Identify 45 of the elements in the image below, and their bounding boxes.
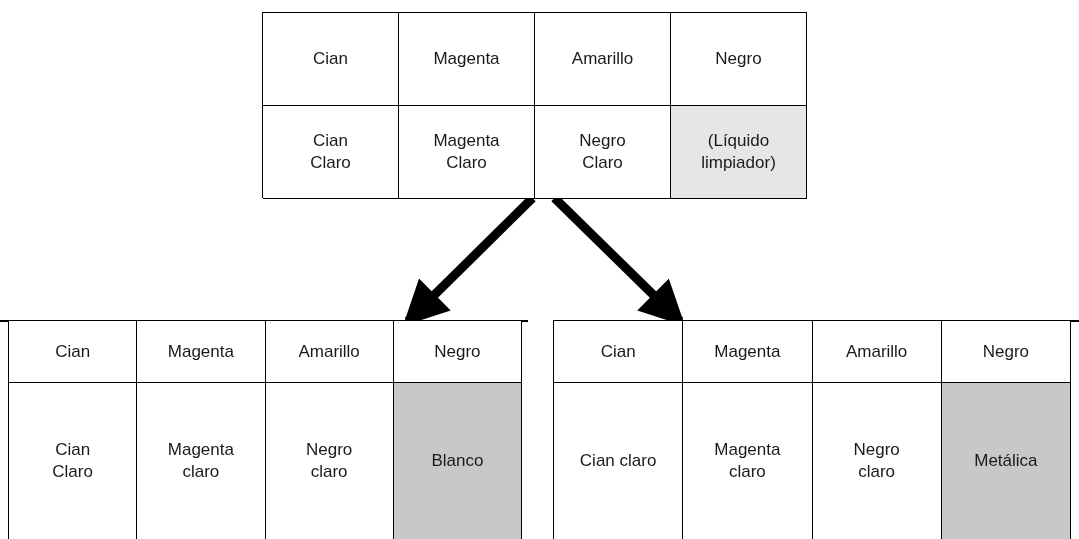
table-cell: [137, 321, 266, 383]
table-cell: [941, 321, 1071, 383]
table-cell: [263, 13, 399, 106]
cell-label: Magenta: [433, 48, 500, 70]
table-cell: [393, 321, 522, 383]
table-cell: [671, 106, 807, 199]
cell-label: Blanco: [431, 450, 484, 472]
table-cell: [263, 106, 399, 199]
cell-label: Magenta Claro: [432, 130, 501, 174]
cell-label: Cian Claro: [51, 439, 94, 483]
table-cell: [9, 321, 138, 383]
table-cell: [554, 321, 684, 383]
color-table: [8, 321, 522, 539]
cell-label: Negro: [715, 48, 762, 70]
table-cell: [265, 321, 394, 383]
cell-label: (Líquido limpiador): [700, 130, 777, 174]
cell-label: Cian: [313, 48, 348, 70]
cell-label: Magenta claro: [713, 439, 782, 483]
table-cell: [671, 13, 807, 106]
cell-label: Negro claro: [852, 439, 901, 483]
cell-label: Negro claro: [304, 439, 354, 483]
cell-label: Cian: [55, 340, 91, 363]
table-cell: [393, 383, 522, 539]
cell-label: Cian claro: [579, 450, 657, 472]
cell-label: Negro: [434, 340, 481, 363]
table-cell: [683, 321, 813, 383]
cell-label: Negro: [982, 340, 1030, 363]
cell-label: Magenta: [714, 340, 781, 363]
cell-label: Magenta: [167, 340, 234, 363]
table-cell: [399, 13, 535, 106]
cell-label: Amarillo: [845, 340, 908, 363]
color-table: [262, 12, 807, 198]
cell-label: Negro Claro: [578, 130, 627, 174]
table-cell: [812, 321, 942, 383]
cell-label: Amarillo: [571, 48, 634, 70]
table-cell: [399, 106, 535, 199]
color-table: [553, 321, 1071, 539]
cell-label: Amarillo: [298, 340, 360, 363]
cell-label: Cian: [600, 340, 636, 363]
table-cell: [535, 106, 671, 199]
cell-label: Metálica: [974, 450, 1038, 472]
table-cell: [535, 13, 671, 106]
cell-label: Magenta claro: [166, 439, 235, 483]
table-cell: [941, 383, 1071, 539]
cell-label: Cian Claro: [309, 130, 352, 174]
